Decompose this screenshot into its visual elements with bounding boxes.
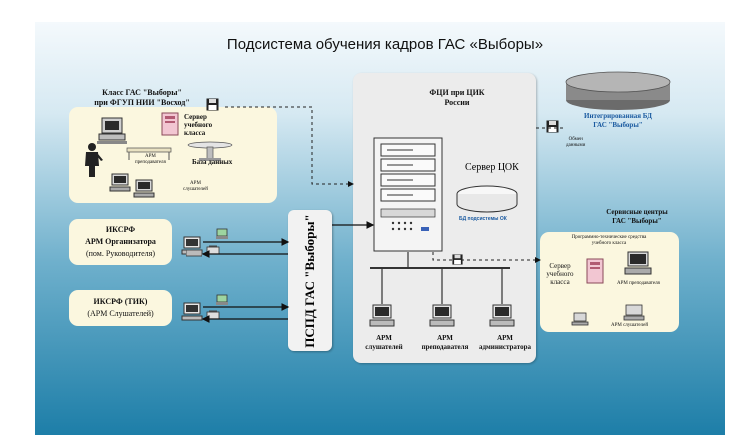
- iksrf-tik-box: [69, 290, 172, 326]
- service-arm-teacher-label: АРМ преподавателя: [617, 281, 660, 286]
- iksrf-organizer-label: ИКСРФ АРМ Организатора (пом. Руководител…: [85, 225, 156, 258]
- computer-icon: [489, 304, 515, 327]
- database-stand-icon: [187, 141, 233, 161]
- server-tower-icon: [373, 137, 443, 252]
- data-exchange-label: Обмен данными: [566, 137, 586, 148]
- dashed-link-right: [432, 252, 541, 263]
- computer-icon: [186, 249, 202, 257]
- computer-icon: [623, 304, 645, 321]
- db-label-left: База данных: [192, 158, 233, 166]
- computer-icon: [571, 312, 589, 326]
- pspd-network-block: ПСПД ГАС "Выборы": [288, 210, 332, 351]
- floppy-disk-icon: [206, 98, 219, 111]
- desk-icon: [126, 147, 172, 160]
- db-ok-label: БД подсистемы ОК: [459, 216, 507, 222]
- floppy-disk-icon: [546, 120, 559, 133]
- fci-center-title: ФЦИ при ЦИК России: [429, 88, 485, 107]
- computer-icon: [109, 173, 131, 192]
- arm-teacher-label: АРМ преподавателя: [135, 154, 166, 165]
- arm-admin-label-center: АРМ администратора: [479, 334, 531, 351]
- training-class-title: Класс ГАС "Выборы" при ФГУП НИИ "Восход": [94, 88, 190, 107]
- computer-icon: [624, 251, 652, 275]
- disk-storage-icon: [456, 185, 518, 213]
- computer-icon: [429, 304, 455, 327]
- diagram-title: Подсистема обучения кадров ГАС «Выборы»: [226, 36, 544, 53]
- database-cylinder-icon: [565, 71, 671, 110]
- person-icon: [85, 143, 103, 177]
- floppy-disk-icon: [452, 254, 463, 265]
- connections-layer: [201, 106, 563, 323]
- computer-icon: [369, 304, 395, 327]
- arm-listeners-label-left: АРМ слушателей: [183, 181, 208, 192]
- server-tower-icon: [586, 258, 604, 284]
- service-arm-listeners-label: АРМ слушателей: [611, 323, 649, 328]
- service-server-label: Сервер учебного класса: [546, 262, 574, 286]
- arm-teacher-label-center: АРМ преподавателя: [421, 334, 469, 351]
- laptop-icon: [216, 228, 228, 239]
- diagram-canvas: Подсистема обучения кадров ГАС «Выборы» …: [35, 22, 725, 435]
- laptop-icon: [216, 294, 228, 305]
- iksrf-organizer-box: [69, 219, 172, 265]
- service-centers-box: [540, 232, 679, 332]
- computer-icon: [97, 117, 127, 144]
- server-tower-icon: [161, 112, 179, 136]
- server-cok-label: Сервер ЦОК: [465, 162, 519, 173]
- iksrf-tik-label: ИКСРФ (ТИК) (АРМ Слушателей): [87, 297, 154, 318]
- service-desc-label: Программно-технические средства учебного…: [571, 235, 647, 246]
- integrated-db-label: Интегрированная БД ГАС "Выборы": [584, 112, 652, 129]
- class-server-label: Сервер учебного класса: [184, 113, 213, 137]
- dashed-link-left: [225, 106, 354, 187]
- service-centers-title: Сервисные центры ГАС "Выборы": [606, 208, 668, 225]
- arm-listeners-label-center: АРМ слушателей: [365, 334, 403, 351]
- computer-icon: [133, 179, 155, 198]
